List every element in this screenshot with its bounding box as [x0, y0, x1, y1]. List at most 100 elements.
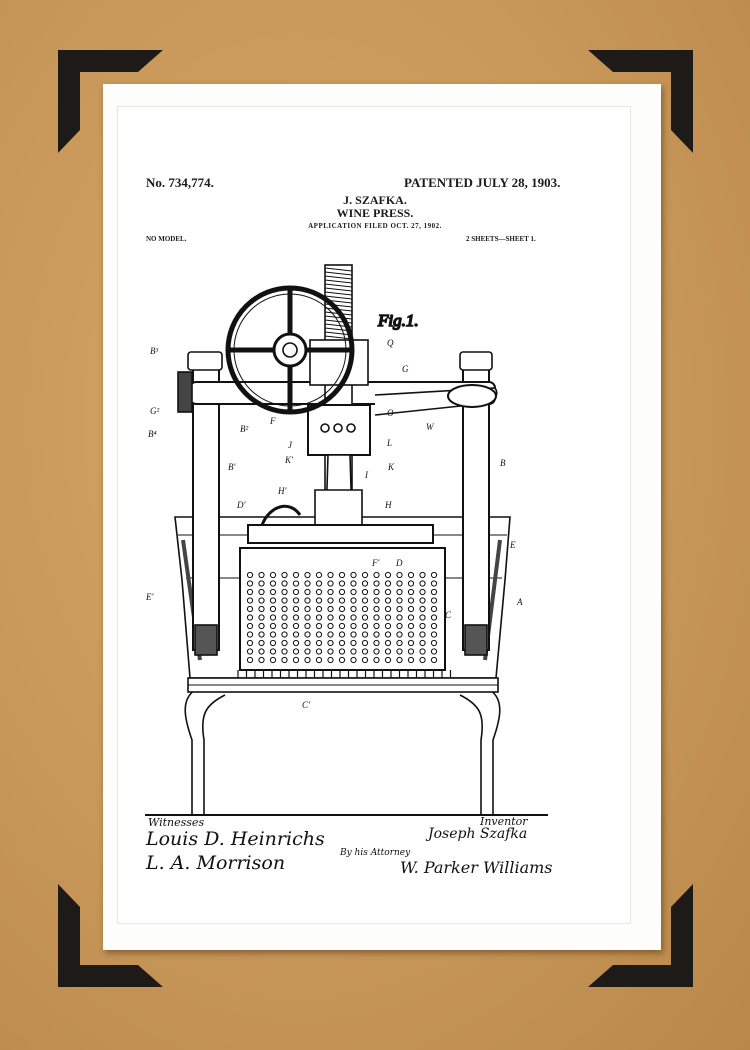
perforation — [269, 639, 277, 647]
screw-thread — [324, 275, 353, 280]
perforation — [430, 588, 438, 596]
perforation — [407, 648, 415, 655]
perforation — [350, 571, 357, 579]
perforation — [338, 631, 346, 638]
perforation — [396, 631, 403, 638]
left-leg — [184, 689, 226, 815]
perforation — [246, 580, 254, 587]
perforation — [419, 597, 426, 604]
screw-thread — [324, 315, 353, 320]
perforation — [258, 605, 265, 613]
part-label: H' — [277, 486, 287, 496]
perforation — [258, 631, 265, 638]
perforation — [350, 588, 357, 596]
perforation — [327, 631, 334, 638]
perforation — [246, 648, 254, 655]
part-label: O — [387, 408, 394, 418]
inventor-header: J. SZAFKA. — [343, 193, 407, 207]
part-label: J — [288, 440, 293, 450]
perforation — [430, 631, 438, 638]
perforation — [373, 656, 380, 664]
perforation — [407, 656, 415, 664]
perforation — [292, 639, 300, 647]
part-label: F — [269, 416, 276, 426]
perforation — [292, 656, 300, 664]
perforation — [338, 648, 346, 655]
perforation — [338, 614, 346, 621]
model-note: NO MODEL. — [146, 235, 187, 243]
perforation — [246, 588, 254, 596]
perforation — [258, 571, 265, 579]
perforation — [361, 588, 369, 596]
screw-thread — [324, 267, 353, 272]
attorney-label: By his Attorney — [340, 848, 411, 858]
perforation — [430, 605, 438, 613]
part-label: B — [500, 458, 506, 468]
perforation — [246, 614, 254, 621]
part-label: W — [426, 422, 435, 432]
perforation — [315, 597, 323, 604]
part-label: I — [364, 470, 369, 480]
perforation — [384, 597, 392, 604]
photo-corner-bottom-right — [588, 884, 693, 987]
part-label: F' — [371, 558, 380, 568]
perforation — [258, 622, 265, 630]
perforation — [407, 597, 415, 604]
perforation — [407, 631, 415, 638]
perforation — [281, 639, 288, 647]
perforation — [315, 588, 323, 596]
perforation — [361, 571, 369, 579]
perforation — [384, 580, 392, 587]
perforation — [430, 656, 438, 664]
perforation — [327, 605, 334, 613]
perforation — [315, 639, 323, 647]
inventor-label: Inventor — [480, 815, 528, 828]
perforation — [258, 639, 265, 647]
perforation — [281, 656, 288, 664]
perforation — [350, 639, 357, 647]
perforation — [407, 571, 415, 579]
perforation — [292, 614, 300, 621]
part-label: B⁴ — [148, 429, 157, 439]
perforation — [327, 580, 334, 587]
screw-thread — [324, 331, 353, 336]
perforation — [384, 614, 392, 621]
screw-thread — [324, 271, 353, 276]
photo-card — [103, 84, 661, 950]
perforation — [350, 580, 357, 587]
perforation — [292, 571, 300, 579]
perforation — [361, 605, 369, 613]
screw-thread — [324, 295, 353, 300]
perforation — [281, 605, 288, 613]
perforation — [384, 571, 392, 579]
part-label: B' — [228, 462, 236, 472]
perforation — [396, 580, 403, 587]
perforation — [292, 580, 300, 587]
perforation — [292, 605, 300, 613]
perforation — [373, 648, 380, 655]
perforation — [430, 571, 438, 579]
perforation — [269, 571, 277, 579]
figure-label: Fig.1. — [377, 311, 419, 330]
perforation — [269, 588, 277, 596]
perforation — [396, 639, 403, 647]
perforation — [361, 622, 369, 630]
perforation — [419, 631, 426, 638]
perforation — [350, 648, 357, 655]
witness-signature-2: L. A. Morrison — [146, 852, 286, 874]
screw-thread — [324, 283, 353, 288]
perforation — [338, 580, 346, 587]
perforation — [246, 605, 254, 613]
perforation — [407, 622, 415, 630]
inventor-signature: Joseph Szafka — [428, 826, 528, 842]
perforation — [327, 656, 334, 664]
perforation — [396, 622, 403, 630]
handle — [447, 384, 497, 408]
part-label: E' — [145, 592, 154, 602]
perforation — [396, 605, 403, 613]
screw-thread — [324, 279, 353, 284]
perforation — [407, 605, 415, 613]
perforation — [304, 656, 311, 664]
perforation — [407, 580, 415, 587]
perforation — [361, 648, 369, 655]
